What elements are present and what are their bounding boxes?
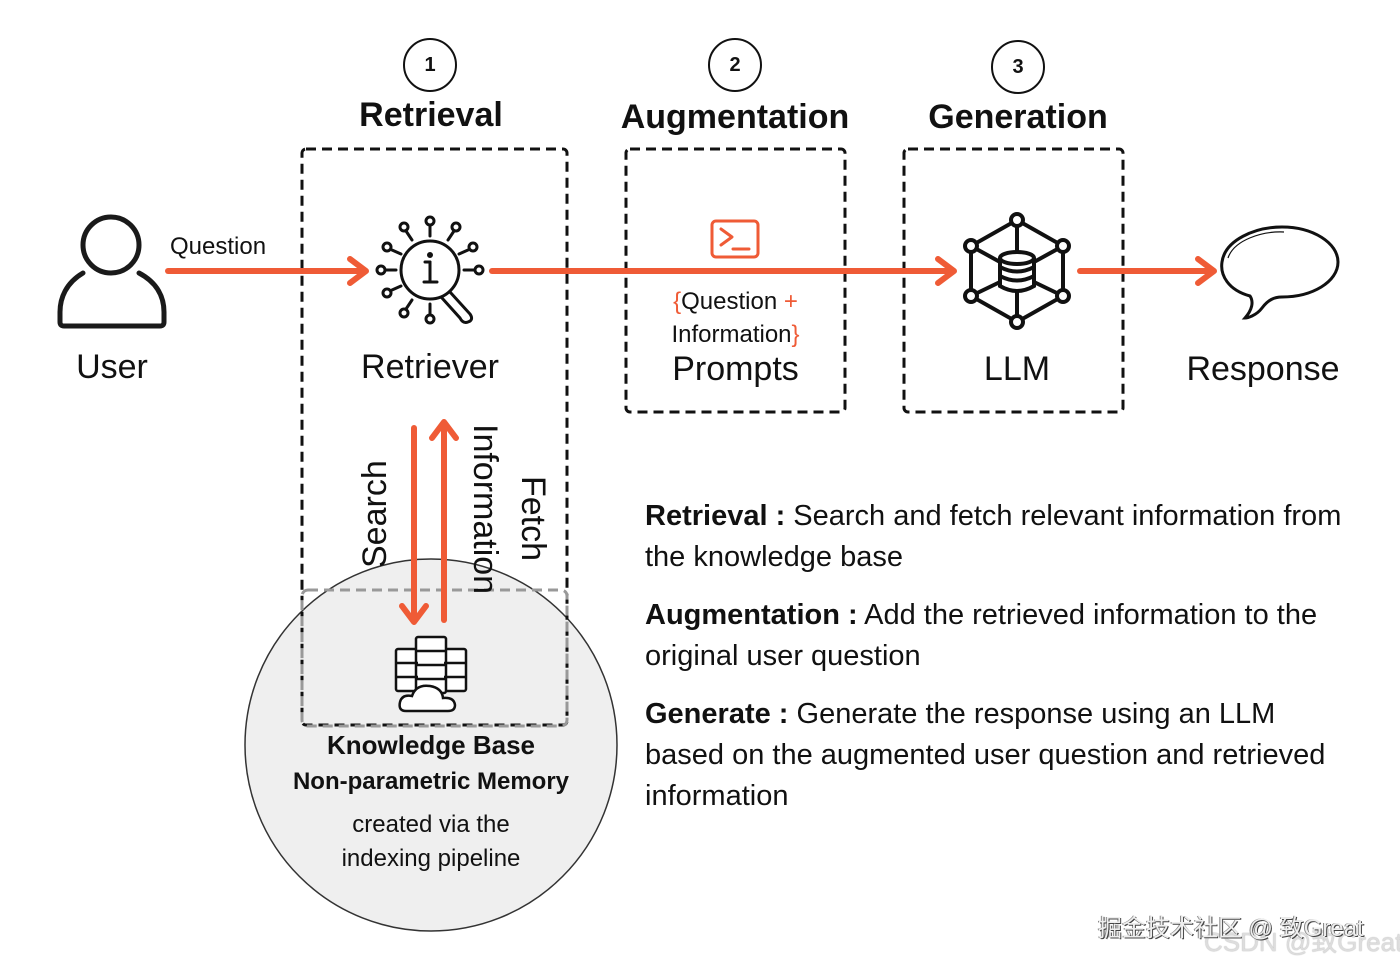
- knowledge-base-circle: [244, 558, 618, 932]
- question-arrow: [165, 256, 369, 286]
- retriever-info-search-icon: [375, 215, 485, 325]
- description-term: Retrieval :: [645, 500, 786, 532]
- prompts-label: Prompts: [672, 350, 799, 388]
- search-arrow: [399, 425, 429, 625]
- stage-title-augmentation: Augmentation: [620, 98, 850, 136]
- server-cloud-icon: [394, 635, 468, 713]
- stage-title-retrieval: Retrieval: [359, 96, 503, 134]
- information-edge-label: Information: [466, 424, 504, 595]
- step-number-text: 3: [1012, 55, 1024, 78]
- prompt-template-text: {Question + Information}: [626, 285, 845, 351]
- stage-title-generation: Generation: [928, 98, 1108, 136]
- watermark-secondary: CSDN @致Great: [1204, 927, 1400, 957]
- speech-bubble-icon: [1220, 225, 1340, 320]
- description-term: Generate :: [645, 698, 789, 730]
- brace-open: {: [673, 288, 682, 315]
- retriever-to-llm-arrow: [489, 256, 957, 286]
- user-label: User: [76, 348, 148, 386]
- description-text: Generate the response using an LLM based…: [645, 698, 1326, 812]
- step-number-text: 1: [424, 53, 436, 76]
- search-edge-label: Search: [356, 460, 394, 568]
- description-text: Search and fetch relevant information fr…: [645, 500, 1342, 573]
- step-number-augmentation: 2: [708, 38, 762, 92]
- brace-close: }: [791, 321, 800, 348]
- template-information: Information: [671, 321, 792, 348]
- description-augmentation: Augmentation : Add the retrieved informa…: [645, 595, 1345, 677]
- knowledge-base-title: Knowledge Base: [326, 730, 536, 760]
- knowledge-base-note-line2: indexing pipeline: [341, 845, 521, 872]
- knowledge-base-subtitle: Non-parametric Memory: [292, 768, 570, 795]
- user-icon: [57, 214, 167, 329]
- retrieval-box-lower-overlay: [300, 588, 569, 728]
- knowledge-base-note-line1: created via the: [352, 811, 510, 838]
- generation-stage-box: [902, 147, 1125, 414]
- terminal-prompt-icon: [710, 219, 760, 259]
- llm-label: LLM: [983, 350, 1051, 388]
- response-label: Response: [1186, 350, 1340, 388]
- augmentation-stage-box: [624, 147, 847, 414]
- knowledge-base-note: created via the indexing pipeline: [250, 808, 612, 876]
- question-edge-label: Question: [170, 233, 267, 260]
- template-plus: +: [783, 288, 798, 315]
- step-number-text: 2: [729, 53, 741, 76]
- description-generate: Generate : Generate the response using a…: [645, 694, 1345, 817]
- template-question: Question: [681, 288, 778, 315]
- watermark-primary: 掘金技术社区 @ 致Great: [1098, 915, 1364, 942]
- llm-network-database-icon: [963, 212, 1071, 330]
- description-text: Add the retrieved information to the ori…: [645, 599, 1318, 672]
- llm-to-response-arrow: [1077, 256, 1217, 286]
- step-number-generation: 3: [991, 40, 1045, 94]
- fetch-edge-label: Fetch: [514, 476, 552, 562]
- retriever-label: Retriever: [361, 348, 499, 386]
- step-number-retrieval: 1: [403, 38, 457, 92]
- description-term: Augmentation :: [645, 599, 858, 631]
- fetch-information-arrow: [429, 419, 459, 623]
- description-retrieval: Retrieval : Search and fetch relevant in…: [645, 496, 1345, 578]
